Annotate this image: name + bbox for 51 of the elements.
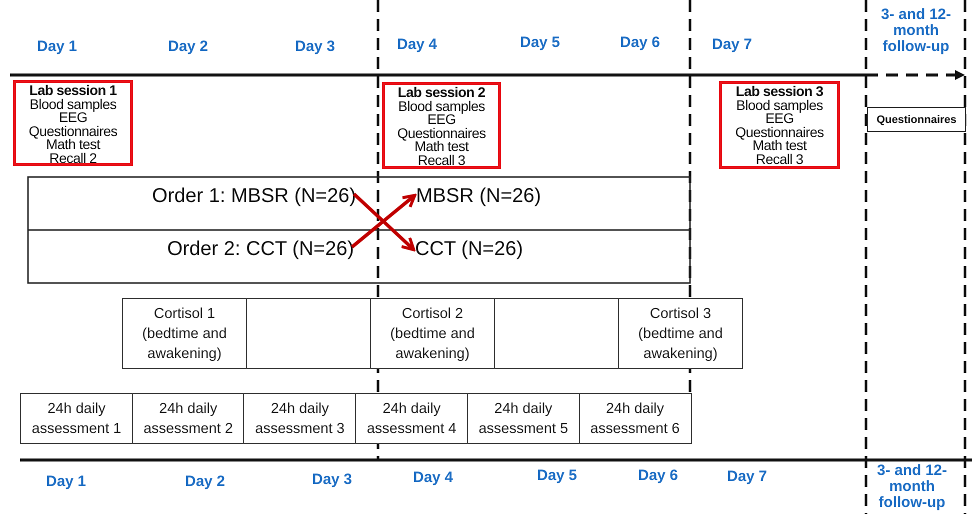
session-item: Math test [414, 140, 468, 154]
day-label: Day 2 [185, 474, 225, 490]
table-cell: Cortisol 1 (bedtime and awakening) [122, 298, 247, 369]
day-label: Day 6 [620, 35, 660, 51]
group-label: Order 2: CCT (N=26) [110, 236, 354, 262]
day-label: Day 2 [168, 39, 208, 55]
day-label: Day 6 [638, 468, 678, 484]
day-label: 3- and 12-month follow-up [880, 7, 952, 55]
table-cell: Cortisol 3 (bedtime and awakening) [618, 298, 743, 369]
session-item: Blood samples [736, 98, 823, 112]
session-heading: Lab session 1 [29, 84, 117, 98]
day-label: Day 5 [537, 468, 577, 484]
table-cell: 24h daily assessment 6 [578, 393, 692, 444]
day-label: Day 4 [413, 470, 453, 486]
questionnaire-box: Questionnaires [867, 107, 966, 132]
group-label: CCT (N=26) [415, 236, 575, 262]
table-cell: 24h daily assessment 3 [243, 393, 356, 444]
lab-session-box [382, 82, 501, 169]
day-label: Day 1 [37, 39, 77, 55]
session-item: Math test [752, 139, 806, 153]
lab-session-box [719, 81, 840, 169]
table-cell: 24h daily assessment 2 [132, 393, 245, 444]
session-item: Questionnaires [397, 126, 486, 140]
session-item: Recall 3 [418, 154, 466, 168]
group-label: MBSR (N=26) [416, 183, 576, 209]
session-item: Blood samples [30, 98, 116, 112]
session-item: Questionnaires [28, 124, 118, 138]
day-label: Day 4 [397, 37, 437, 53]
table-cell: 24h daily assessment 5 [466, 393, 580, 444]
session-item: Math test [46, 138, 100, 152]
session-item: Recall 2 [49, 152, 97, 166]
session-heading: Lab session 2 [398, 86, 486, 100]
table-cell: 24h daily assessment 4 [355, 393, 468, 444]
session-heading: Lab session 3 [736, 85, 824, 99]
group-label: Order 1: MBSR (N=26) [110, 183, 356, 209]
session-item: Recall 3 [756, 152, 804, 167]
day-label: Day 3 [312, 472, 352, 488]
day-label: Day 7 [712, 37, 752, 53]
table-cell: 24h daily assessment 1 [20, 393, 133, 444]
table-cell: Cortisol 2 (bedtime and awakening) [370, 298, 495, 369]
day-label: Day 3 [295, 39, 335, 55]
session-item: EEG [427, 113, 456, 127]
session-item: Questionnaires [735, 126, 824, 140]
day-label: Day 7 [727, 469, 767, 485]
lab-session-box [13, 80, 133, 166]
day-label: 3- and 12-month follow-up [876, 463, 948, 511]
session-item: EEG [58, 111, 88, 125]
session-item: Blood samples [398, 100, 485, 114]
day-label: Day 1 [46, 474, 86, 490]
session-item: EEG [765, 112, 794, 126]
day-label: Day 5 [520, 35, 560, 51]
